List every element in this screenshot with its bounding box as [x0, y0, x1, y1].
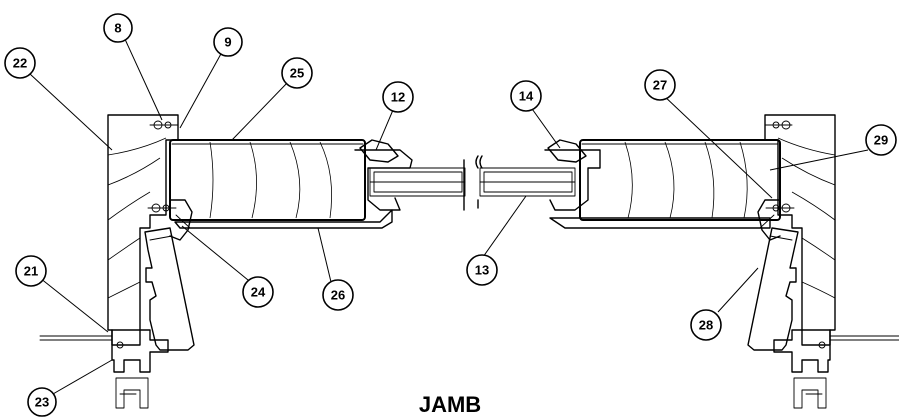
callout-12: 12	[382, 81, 414, 113]
callout-14-label: 14	[519, 89, 534, 104]
callout-21-label: 21	[24, 264, 38, 279]
callout-24-label: 24	[251, 285, 266, 300]
callout-22-label: 22	[13, 56, 27, 71]
callout-9: 9	[213, 27, 243, 57]
callout-12-label: 12	[391, 90, 405, 105]
callout-23: 23	[27, 387, 57, 417]
left-sash	[169, 139, 466, 241]
callout-8-label: 8	[114, 21, 121, 36]
callout-14: 14	[510, 80, 542, 112]
callout-25: 25	[281, 57, 313, 89]
leader-lines	[29, 36, 869, 399]
callout-8: 8	[103, 13, 133, 43]
callout-29: 29	[865, 124, 897, 156]
callout-29-label: 29	[874, 133, 888, 148]
callout-13: 13	[466, 254, 498, 286]
callout-21: 21	[15, 255, 47, 287]
callout-24: 24	[242, 276, 274, 308]
right-sash	[479, 139, 781, 241]
callout-22: 22	[4, 47, 36, 79]
callout-28-label: 28	[699, 318, 713, 333]
break-lines	[463, 155, 483, 211]
callout-27-label: 27	[653, 78, 667, 93]
callout-25-label: 25	[290, 66, 304, 81]
callout-26-label: 26	[331, 288, 345, 303]
callout-27: 27	[644, 69, 676, 101]
callout-23-label: 23	[35, 395, 49, 410]
left-jamb	[39, 114, 195, 409]
callout-28: 28	[690, 309, 722, 341]
callout-9-label: 9	[224, 35, 231, 50]
callout-13-label: 13	[475, 263, 489, 278]
right-jamb	[747, 114, 899, 409]
drawing-title: JAMB	[419, 392, 481, 417]
callout-26: 26	[322, 279, 354, 311]
